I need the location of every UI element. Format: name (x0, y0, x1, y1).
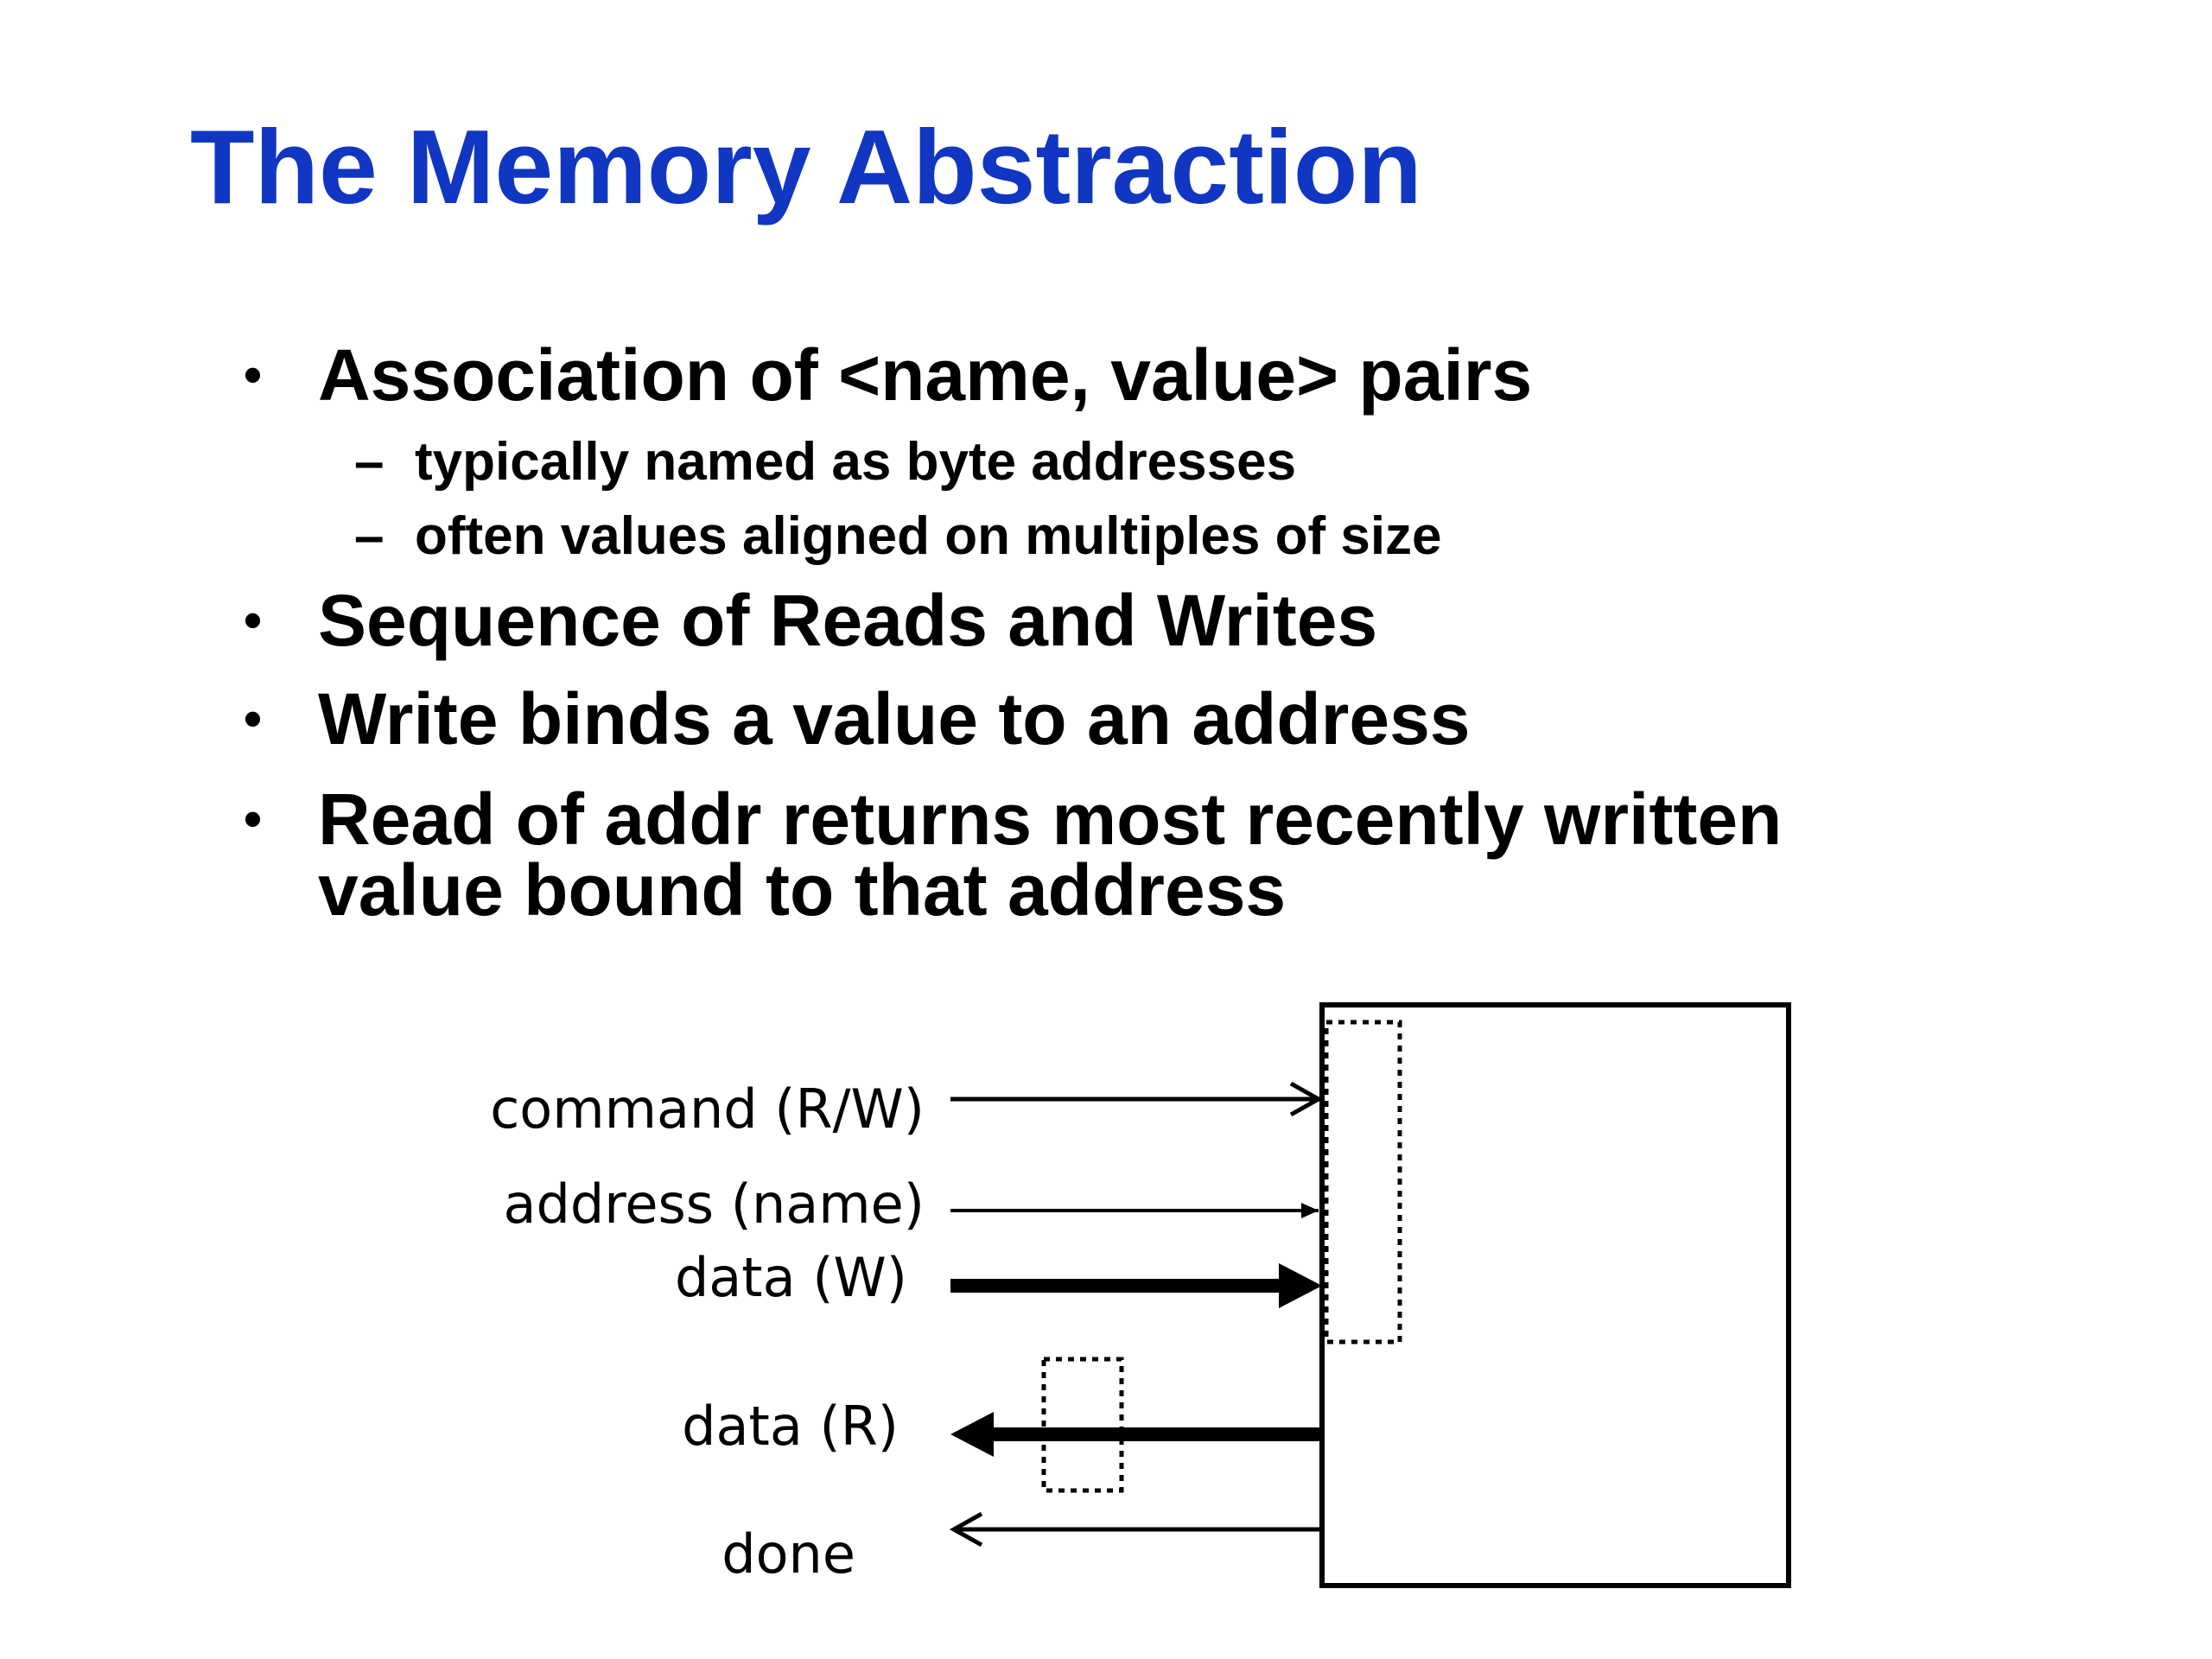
bullet-marker: • (244, 690, 263, 747)
slide-title: The Memory Abstraction (190, 108, 1422, 226)
sub-bullet-aligned-values: often values aligned on multiples of siz… (415, 506, 1442, 566)
bullet-association: Association of <name, value> pairs (318, 334, 1533, 416)
data-write-arrow (950, 1263, 1322, 1308)
bullet-sequence: Sequence of Reads and Writes (318, 580, 1378, 661)
sub-bullet-marker: – (354, 506, 385, 566)
label-data-read: data (R) (682, 1395, 899, 1458)
sub-bullet-marker: – (354, 432, 385, 492)
memory-box (1319, 1002, 1791, 1588)
sub-bullet-byte-addresses: typically named as byte addresses (415, 432, 1297, 492)
data-read-arrow (950, 1412, 1322, 1457)
input-latch-dotted-box (1324, 1020, 1402, 1344)
output-latch-dotted-box (1041, 1357, 1124, 1493)
address-arrow (950, 1203, 1319, 1218)
label-address: address (name) (504, 1173, 925, 1236)
bullet-marker: • (244, 790, 263, 848)
bullet-marker: • (244, 591, 263, 649)
bullet-read-line-2: value bound to that address (318, 849, 1287, 931)
done-arrow (949, 1511, 1322, 1548)
label-data-write: data (W) (675, 1246, 907, 1309)
label-done: done (721, 1522, 855, 1586)
label-command: command (R/W) (490, 1077, 925, 1141)
bullet-marker: • (244, 346, 263, 404)
command-arrow (950, 1081, 1324, 1117)
bullet-write-binds: Write binds a value to an address (318, 678, 1471, 760)
bullet-read-line-1: Read of addr returns most recently writt… (318, 779, 1783, 860)
